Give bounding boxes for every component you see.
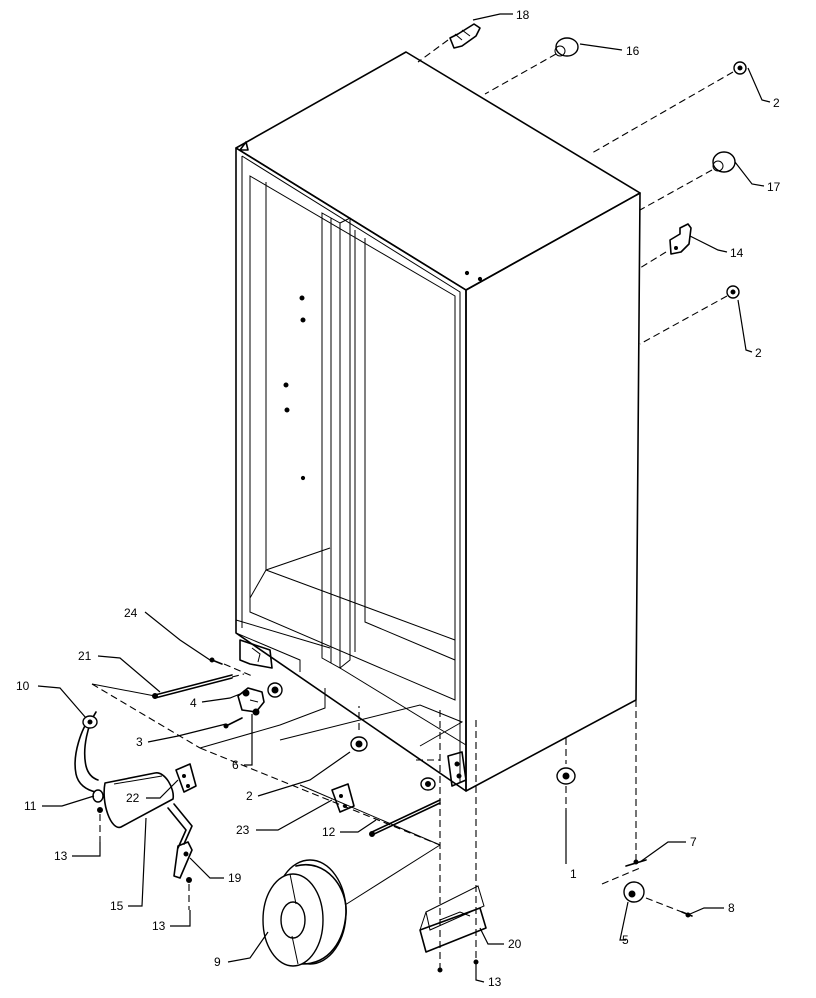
part-9-coil: [262, 859, 347, 967]
part-18-fitting: [449, 23, 481, 49]
callout-22: 22: [126, 791, 140, 805]
callout-8: 8: [728, 901, 735, 915]
callout-3: 3: [136, 735, 143, 749]
callout-21: 21: [78, 649, 92, 663]
callout-16: 16: [626, 44, 640, 58]
callout-15: 15: [110, 899, 124, 913]
callout-4: 4: [190, 696, 197, 710]
part-24-screw: [209, 657, 223, 665]
part-2-grommet-side: [726, 285, 740, 299]
part-1-leveler: [556, 738, 576, 810]
right-bottom-hinge: [420, 751, 467, 791]
cabinet: [235, 51, 641, 792]
part-4-6-hinge-block: [237, 687, 265, 716]
part-5-7-8-roller: [601, 700, 693, 918]
callout-17: 17: [767, 180, 781, 194]
part-23-bracket: [331, 783, 355, 813]
callout-labels: 18 16 2 17 14 2 24 21 10 4 3 22 6 11 2 2…: [16, 8, 781, 989]
callout-13-a: 13: [54, 849, 68, 863]
callout-5: 5: [622, 933, 629, 947]
part-20-plate: [419, 885, 487, 953]
part-10-15-tube-assembly: [74, 711, 193, 879]
callout-2-side: 2: [755, 346, 762, 360]
callout-1: 1: [570, 867, 577, 881]
cabinet-top: [235, 51, 641, 291]
callout-11: 11: [24, 799, 37, 813]
callout-2-bottom: 2: [246, 789, 253, 803]
callout-7: 7: [690, 835, 697, 849]
part-12-rod: [369, 799, 441, 837]
callout-9: 9: [214, 955, 221, 969]
callout-10: 10: [16, 679, 30, 693]
callout-6: 6: [232, 758, 239, 772]
part-2-grommet-bottom: [350, 736, 368, 752]
callout-18: 18: [516, 8, 530, 22]
part-2-grommet-top: [733, 61, 747, 75]
callout-13-c: 13: [488, 975, 502, 989]
part-17-bushing: [712, 151, 736, 173]
part-16-bushing: [554, 37, 579, 57]
callout-24: 24: [124, 606, 138, 620]
bottom-hinge-bracket: [239, 639, 283, 698]
part-14-bracket: [669, 223, 692, 255]
callout-14: 14: [730, 246, 744, 260]
part-13-screws: [97, 807, 192, 910]
part-22-bracket: [175, 763, 197, 793]
callout-13-b: 13: [152, 919, 166, 933]
center-mullion: [321, 212, 356, 669]
callout-12: 12: [322, 825, 336, 839]
part-3-screw: [223, 717, 243, 729]
callout-23: 23: [236, 823, 250, 837]
callout-2-top: 2: [773, 96, 780, 110]
cabinet-opening: [249, 175, 456, 701]
part-21-rod: [152, 674, 233, 699]
callout-19: 19: [228, 871, 242, 885]
callout-20: 20: [508, 937, 522, 951]
cabinet-side: [465, 192, 641, 792]
leader-lines: [37, 13, 771, 983]
